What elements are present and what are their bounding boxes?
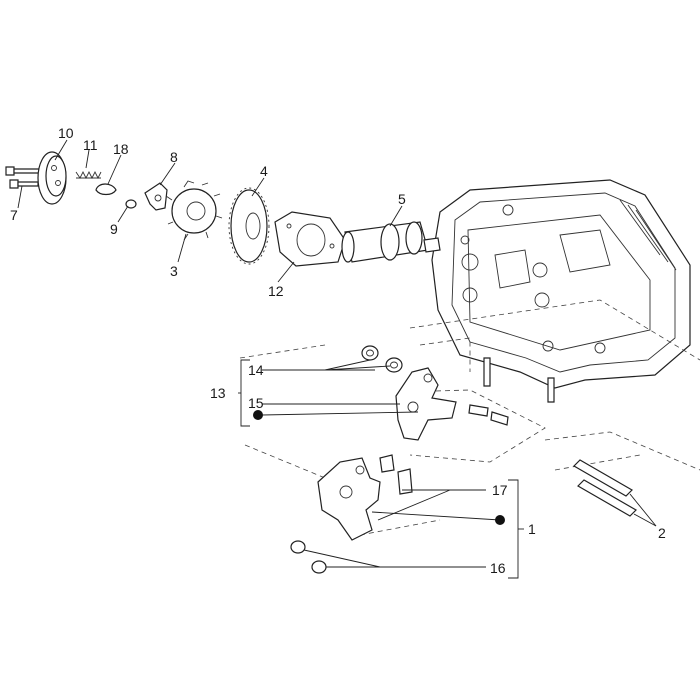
marker-dot-upper — [253, 410, 263, 420]
guide-pins — [573, 459, 637, 517]
pin-part — [125, 199, 137, 209]
callout-1: 1 — [528, 521, 536, 537]
callout-4: 4 — [260, 163, 268, 179]
callout-14: 14 — [248, 362, 264, 378]
spring-part — [75, 170, 102, 180]
marker-dot-lower — [495, 515, 505, 525]
callout-10: 10 — [58, 125, 74, 141]
callout-7: 7 — [10, 207, 18, 223]
callout-13: 13 — [210, 385, 226, 401]
lever-part — [144, 182, 168, 211]
callout-labels: 10 11 18 8 4 5 7 9 3 12 14 13 15 17 1 2 … — [10, 125, 666, 576]
callout-9: 9 — [110, 221, 118, 237]
nut-parts-upper — [361, 345, 403, 373]
pulley-part — [37, 151, 67, 205]
callout-2: 2 — [658, 525, 666, 541]
callout-12: 12 — [268, 283, 284, 299]
alignment-dashes — [239, 299, 700, 536]
callout-18: 18 — [113, 141, 129, 157]
gear-part — [165, 180, 223, 241]
callout-8: 8 — [170, 149, 178, 165]
rocker-arm-upper — [395, 367, 509, 441]
leader-lines — [17, 139, 657, 579]
camshaft-part — [341, 221, 441, 263]
gasket-plate — [274, 211, 346, 267]
tensioner-part — [95, 183, 117, 196]
sprocket-part — [228, 187, 270, 265]
callout-16: 16 — [490, 560, 506, 576]
cylinder-head — [431, 179, 691, 403]
nut-parts-lower — [290, 540, 327, 574]
callout-17: 17 — [492, 482, 508, 498]
callout-15: 15 — [248, 395, 264, 411]
rocker-arm-lower — [317, 454, 413, 541]
callout-3: 3 — [170, 263, 178, 279]
bolt-parts — [5, 166, 41, 189]
callout-11: 11 — [83, 137, 98, 153]
callout-5: 5 — [398, 191, 406, 207]
